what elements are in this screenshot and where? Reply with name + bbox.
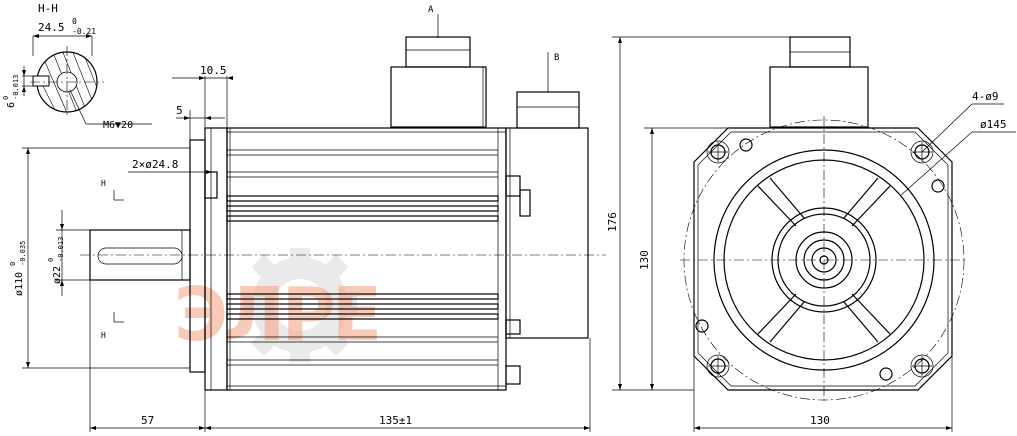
watermark-text: ЭЛРЕ xyxy=(174,272,379,358)
watermark: ЭЛРЕ xyxy=(174,248,382,362)
dim-shaft-sup: 0 xyxy=(47,258,55,262)
dim-front-holes: 4-ø9 xyxy=(972,90,999,103)
dim-shaft-main: ø22 xyxy=(52,266,63,284)
dim-pilot-main: ø110 xyxy=(14,272,25,296)
dim-pilot-sup: 0 xyxy=(9,262,17,266)
dim-pilot-sub: -0.035 xyxy=(19,241,27,266)
dim-5: 5 xyxy=(176,104,183,117)
connector-a-label: A xyxy=(428,5,434,15)
dim-front-height: 176 xyxy=(606,212,619,232)
section-view: H-H 24.5 0 -0.21 6 0 -0. xyxy=(2,2,152,131)
section-mark-bottom: H xyxy=(101,331,106,340)
dim-10-5: 10.5 xyxy=(200,64,227,77)
dim-front-pcd: ø145 xyxy=(980,118,1007,131)
section-thread: M6▼20 xyxy=(103,120,133,131)
connector-b-label: B xyxy=(554,53,559,63)
side-view: A B xyxy=(9,5,606,432)
section-width-sub: -0.21 xyxy=(72,27,96,36)
section-key-sub: -0.013 xyxy=(12,75,20,100)
watermark-gear xyxy=(243,248,357,362)
dim-holes-side: 2×ø24.8 xyxy=(132,158,178,171)
section-width-sup: 0 xyxy=(72,17,77,26)
section-mark-top: H xyxy=(101,179,106,188)
section-key-main: 6 xyxy=(6,102,17,108)
dim-front-flange-v: 130 xyxy=(638,250,651,270)
section-title: H-H xyxy=(38,2,58,15)
section-key-sup: 0 xyxy=(2,96,10,100)
dim-length: 135±1 xyxy=(379,414,412,427)
section-width-main: 24.5 xyxy=(38,21,65,34)
dim-57: 57 xyxy=(141,414,154,427)
dim-front-flange-h: 130 xyxy=(810,414,830,427)
mounting-holes xyxy=(695,138,945,381)
cooling-fins xyxy=(226,149,499,366)
front-view: 4-ø9 ø145 176 130 130 xyxy=(606,36,1016,432)
dim-shaft-sub: -0.013 xyxy=(57,237,65,262)
